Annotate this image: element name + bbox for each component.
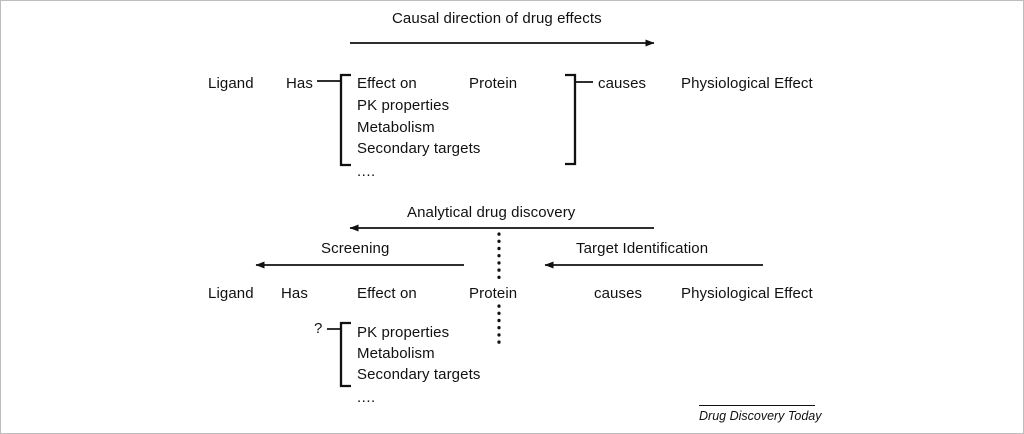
top-physiological-effect-label: Physiological Effect xyxy=(681,75,813,92)
bottom-protein-label: Protein xyxy=(469,285,518,302)
bottom-question-mark: ? xyxy=(314,320,323,337)
top-causes-label: causes xyxy=(598,75,647,92)
top-bracket-item-metabolism: Metabolism xyxy=(357,119,435,136)
top-ligand-label: Ligand xyxy=(208,75,254,92)
bottom-has-label: Has xyxy=(281,285,308,302)
top-left-bracket xyxy=(339,73,351,167)
bottom-ligand-label: Ligand xyxy=(208,285,254,302)
footer-rule xyxy=(699,405,815,406)
top-bracket-item-pk-properties: PK properties xyxy=(357,97,450,114)
top-bracket-item-ellipsis: .... xyxy=(357,163,376,180)
causal-direction-caption: Causal direction of drug effects xyxy=(392,10,602,27)
bottom-physiological-effect-label: Physiological Effect xyxy=(681,285,813,302)
top-has-label: Has xyxy=(286,75,313,92)
bottom-left-bracket xyxy=(339,321,351,388)
top-bracket-item-secondary-targets: Secondary targets xyxy=(357,140,481,157)
bottom-causes-label: causes xyxy=(594,285,643,302)
target-identification-caption: Target Identification xyxy=(576,240,709,257)
bottom-bracket-item-metabolism: Metabolism xyxy=(357,345,435,362)
footer-source-label: Drug Discovery Today xyxy=(699,409,822,423)
analytical-drug-discovery-caption: Analytical drug discovery xyxy=(407,204,576,221)
bottom-effect-on-label: Effect on xyxy=(357,285,417,302)
bottom-bracket-item-ellipsis: .... xyxy=(357,389,376,406)
top-protein-label: Protein xyxy=(469,75,518,92)
bottom-bracket-item-pk-properties: PK properties xyxy=(357,324,450,341)
top-right-bracket xyxy=(565,73,577,166)
bottom-bracket-item-secondary-targets: Secondary targets xyxy=(357,366,481,383)
top-bracket-item-effect-on: Effect on xyxy=(357,75,417,92)
screening-caption: Screening xyxy=(321,240,390,257)
